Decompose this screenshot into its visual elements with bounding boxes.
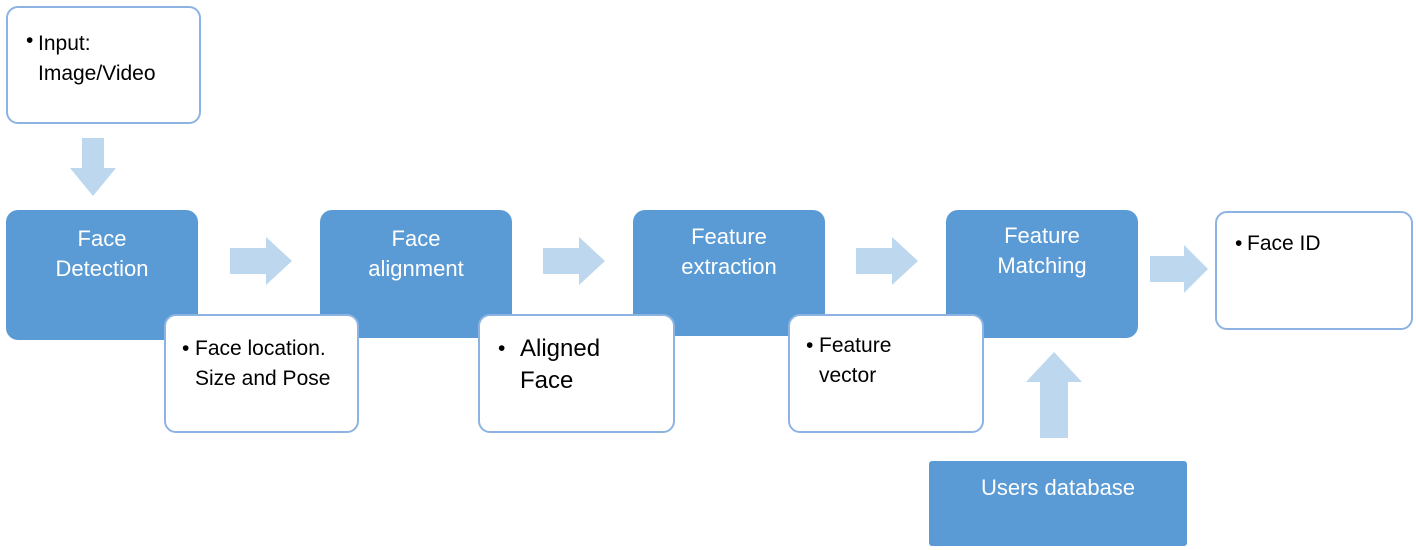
output-feature-extraction-box: • Feature vector — [788, 314, 984, 433]
output-face-id-text: Face ID — [1247, 232, 1321, 255]
output-face-detection-box: • Face location. Size and Pose — [164, 314, 359, 433]
stage-face-alignment-label: Face alignment — [368, 226, 464, 281]
input-text: Input: Image/Video — [38, 32, 156, 85]
output-feature-extraction-bullet: • — [806, 334, 814, 357]
arrow-detection-to-alignment — [230, 237, 292, 285]
users-database-label: Users database — [980, 475, 1136, 500]
output-face-detection-bullet: • — [182, 337, 190, 360]
arrow-alignment-to-extraction — [543, 237, 605, 285]
input-bullet: • — [26, 29, 34, 52]
output-feature-extraction-text: Feature vector — [819, 334, 892, 387]
stage-feature-extraction-label: Feature extraction — [681, 224, 777, 279]
output-face-id-box: • Face ID — [1215, 211, 1413, 330]
output-face-detection-text: Face location. Size and Pose — [195, 337, 331, 390]
arrow-database-to-matching — [1026, 352, 1082, 438]
output-face-id-bullet: • — [1235, 232, 1243, 255]
output-face-alignment-bullet: • — [498, 337, 506, 360]
users-database-box: Users database — [929, 461, 1187, 546]
arrow-matching-to-faceid — [1150, 245, 1208, 293]
stage-feature-matching-label: Feature Matching — [997, 223, 1087, 278]
output-face-alignment-box: • Aligned Face — [478, 314, 675, 433]
input-box: • Input: Image/Video — [6, 6, 201, 124]
stage-face-detection-label: Face Detection — [55, 226, 149, 281]
arrow-input-to-detection — [70, 138, 116, 196]
stage-face-alignment: Face alignment — [320, 210, 512, 338]
output-face-alignment-text: Aligned Face — [520, 335, 601, 394]
arrow-extraction-to-matching — [856, 237, 918, 285]
